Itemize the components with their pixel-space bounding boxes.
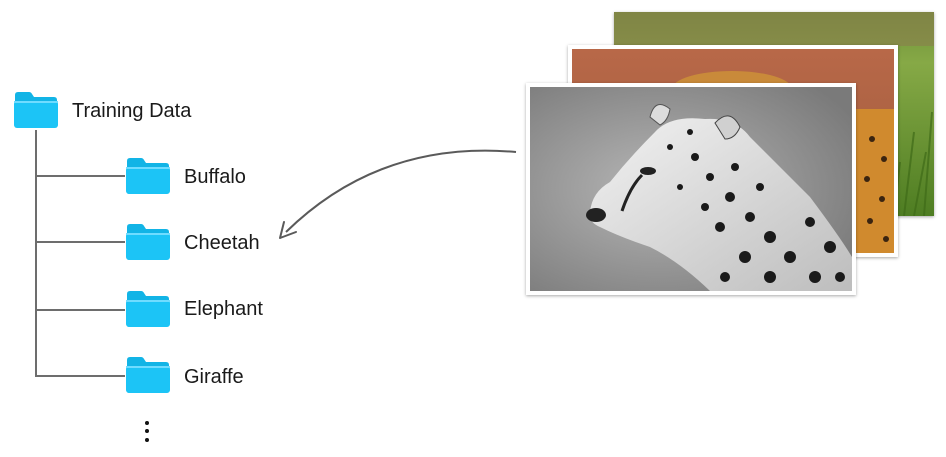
folder-label-buffalo: Buffalo [184,166,246,188]
folder-label-cheetah: Cheetah [184,232,260,254]
root-folder-icon[interactable] [13,91,59,134]
branch-line-elephant [35,309,125,311]
more-ellipsis-icon [143,420,151,446]
folder-icon-giraffe[interactable] [125,356,171,399]
branch-line-buffalo [35,175,125,177]
folder-icon-buffalo[interactable] [125,157,171,200]
folder-icon-elephant[interactable] [125,290,171,333]
branch-line-giraffe [35,375,125,377]
folder-label-elephant: Elephant [184,298,263,320]
tree-trunk-line [35,130,37,376]
folder-icon-cheetah[interactable] [125,223,171,266]
photo-front-cheetah-grayscale [526,83,856,295]
branch-line-cheetah [35,241,125,243]
root-folder-label: Training Data [72,100,192,122]
folder-label-giraffe: Giraffe [184,366,244,388]
